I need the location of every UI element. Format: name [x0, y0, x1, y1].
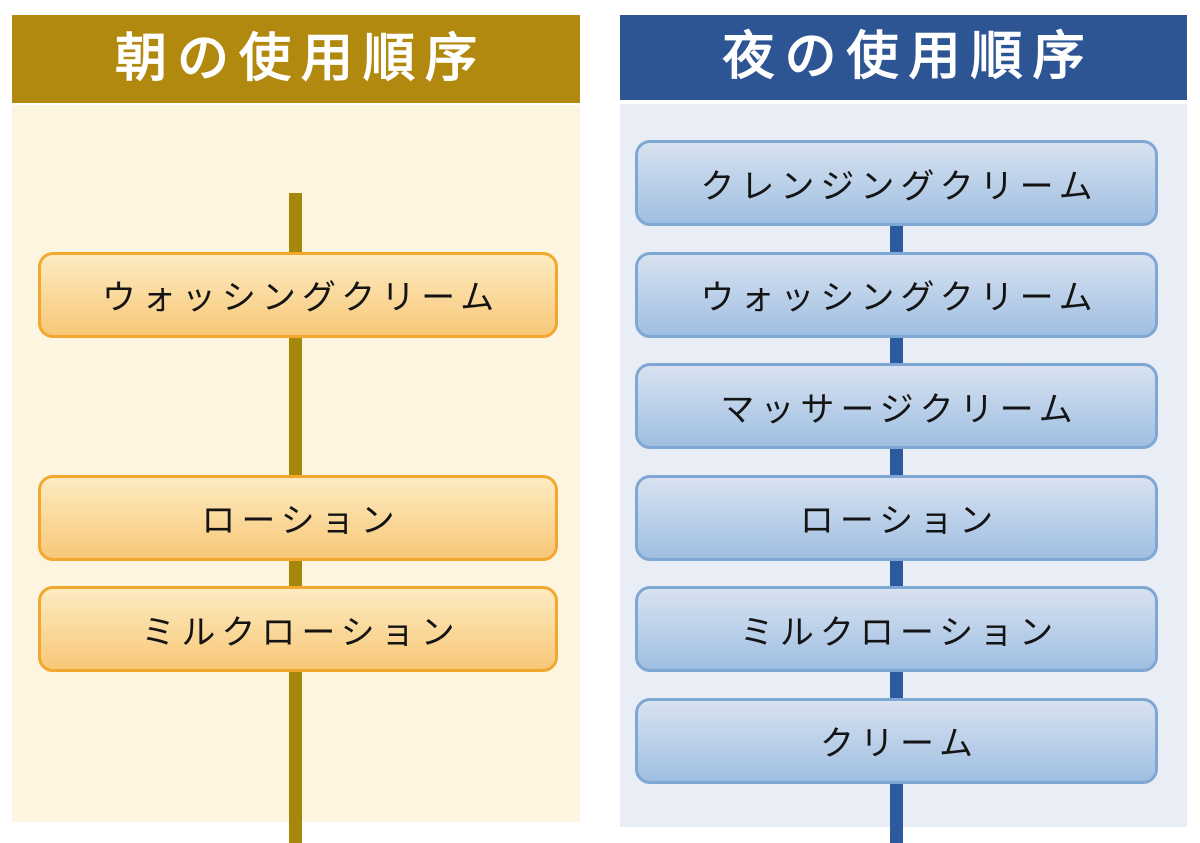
morning-step-box: ウォッシングクリーム: [38, 251, 558, 338]
morning-step-box: ローション: [38, 474, 558, 561]
morning-panel: ウォッシングクリームローションミルクローション: [12, 105, 580, 843]
night-step-box: ウォッシングクリーム: [635, 251, 1158, 338]
night-panel: クレンジングクリームウォッシングクリームマッサージクリームローションミルクローシ…: [620, 104, 1187, 843]
morning-step-label: ミルクローション: [141, 612, 461, 653]
night-step-label: ローション: [799, 501, 1000, 541]
morning-step-box: ミルクローション: [38, 586, 558, 672]
morning-step-label: ウォッシングクリーム: [101, 278, 501, 318]
morning-column: 朝の使用順序 ウォッシングクリームローションミルクローション: [12, 15, 580, 843]
night-step-box: クレンジングクリーム: [635, 140, 1158, 226]
night-step-label: クレンジングクリーム: [700, 166, 1099, 207]
night-step-box: クリーム: [635, 697, 1158, 784]
morning-title: 朝の使用順序: [12, 15, 580, 103]
night-title: 夜の使用順序: [620, 15, 1187, 100]
night-step-box: ローション: [635, 474, 1158, 561]
night-step-box: ミルクローション: [635, 586, 1158, 672]
night-step-box: マッサージクリーム: [635, 363, 1158, 449]
night-step-label: クリーム: [820, 724, 979, 764]
night-column: 夜の使用順序 クレンジングクリームウォッシングクリームマッサージクリームローショ…: [620, 15, 1187, 843]
night-step-label: ウォッシングクリーム: [700, 278, 1099, 318]
morning-step-label: ローション: [201, 501, 401, 541]
night-step-label: ミルクローション: [739, 612, 1060, 653]
night-step-label: マッサージクリーム: [720, 389, 1079, 430]
